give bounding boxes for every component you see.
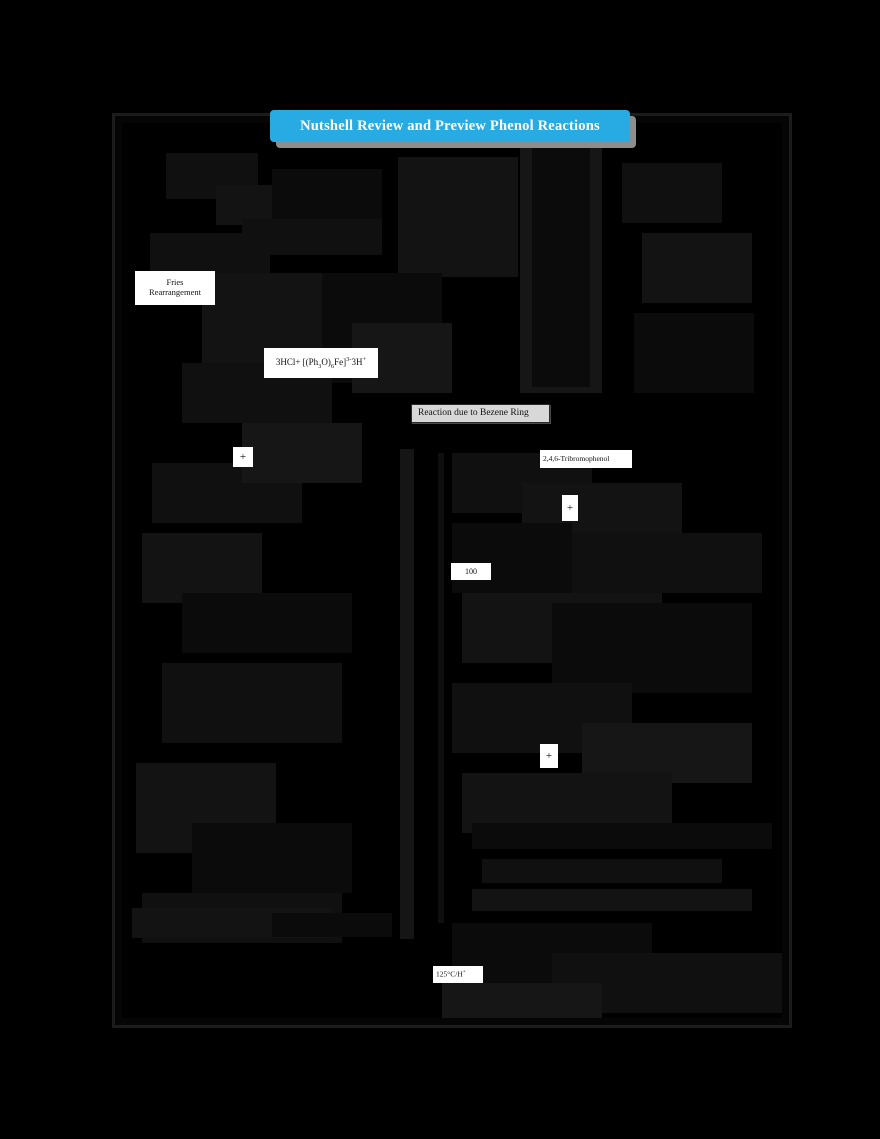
vertical-divider-rail-2 — [438, 453, 444, 923]
label-temperature-125: 125°C/H+ — [433, 966, 483, 983]
label-plus-sign-a: + — [233, 447, 253, 467]
structure-cluster-top-right — [398, 157, 518, 277]
branch-right-6 — [552, 603, 752, 693]
structure-cluster-right-col-2 — [532, 147, 590, 387]
structure-cluster-far-right-2 — [642, 233, 752, 303]
structure-cluster-far-right-3 — [634, 313, 754, 393]
label-reaction-due-to-benzene-ring: Reaction due to Bezene Ring — [411, 404, 550, 423]
branch-left-4 — [162, 663, 342, 743]
branch-left-3 — [182, 593, 352, 653]
label-fries-rearrangement: Fries Rearrangement — [135, 271, 215, 305]
branch-left-8 — [242, 423, 362, 483]
structure-cluster-far-right — [622, 163, 722, 223]
structure-cluster-mid-left — [150, 233, 270, 273]
branch-right-3 — [452, 523, 572, 593]
branch-right-15 — [442, 983, 602, 1018]
vertical-divider-rail — [400, 449, 414, 939]
bottom-strip-2 — [272, 913, 392, 937]
slide-content-area — [122, 123, 782, 1018]
plus-icon: + — [545, 749, 553, 762]
label-plus-sign-b: + — [562, 495, 578, 521]
label-tribromophenol-text: 2,4,6-Tribromophenol — [543, 453, 610, 463]
page-title: Nutshell Review and Preview Phenol React… — [300, 117, 600, 134]
label-iron-complex-text: 3HCl+ [(Ph3O)6Fe]3-3H+ — [275, 355, 367, 370]
label-plus-sign-c: + — [540, 744, 558, 768]
slide-canvas — [112, 113, 792, 1028]
branch-right-4 — [572, 533, 762, 593]
label-iron-complex: 3HCl+ [(Ph3O)6Fe]3-3H+ — [264, 348, 378, 378]
branch-right-11 — [482, 859, 722, 883]
label-temperature-100-text: 100 — [465, 566, 477, 576]
branch-right-12 — [472, 889, 752, 911]
label-fries-line1: Fries — [166, 277, 184, 288]
label-temperature-125-text: 125°C/H+ — [436, 969, 466, 979]
title-banner: Nutshell Review and Preview Phenol React… — [270, 110, 630, 142]
branch-left-2 — [142, 533, 262, 603]
label-fries-line2: Rearrangement — [149, 287, 201, 297]
structure-cluster-top-mid — [272, 169, 382, 223]
label-tribromophenol: 2,4,6-Tribromophenol — [540, 450, 632, 468]
label-benzene-text: Reaction due to Bezene Ring — [418, 408, 529, 419]
plus-icon: + — [239, 450, 247, 463]
branch-left-6 — [192, 823, 352, 893]
plus-icon: + — [566, 501, 574, 514]
label-temperature-100: 100 — [451, 563, 491, 580]
branch-right-10 — [472, 823, 772, 849]
